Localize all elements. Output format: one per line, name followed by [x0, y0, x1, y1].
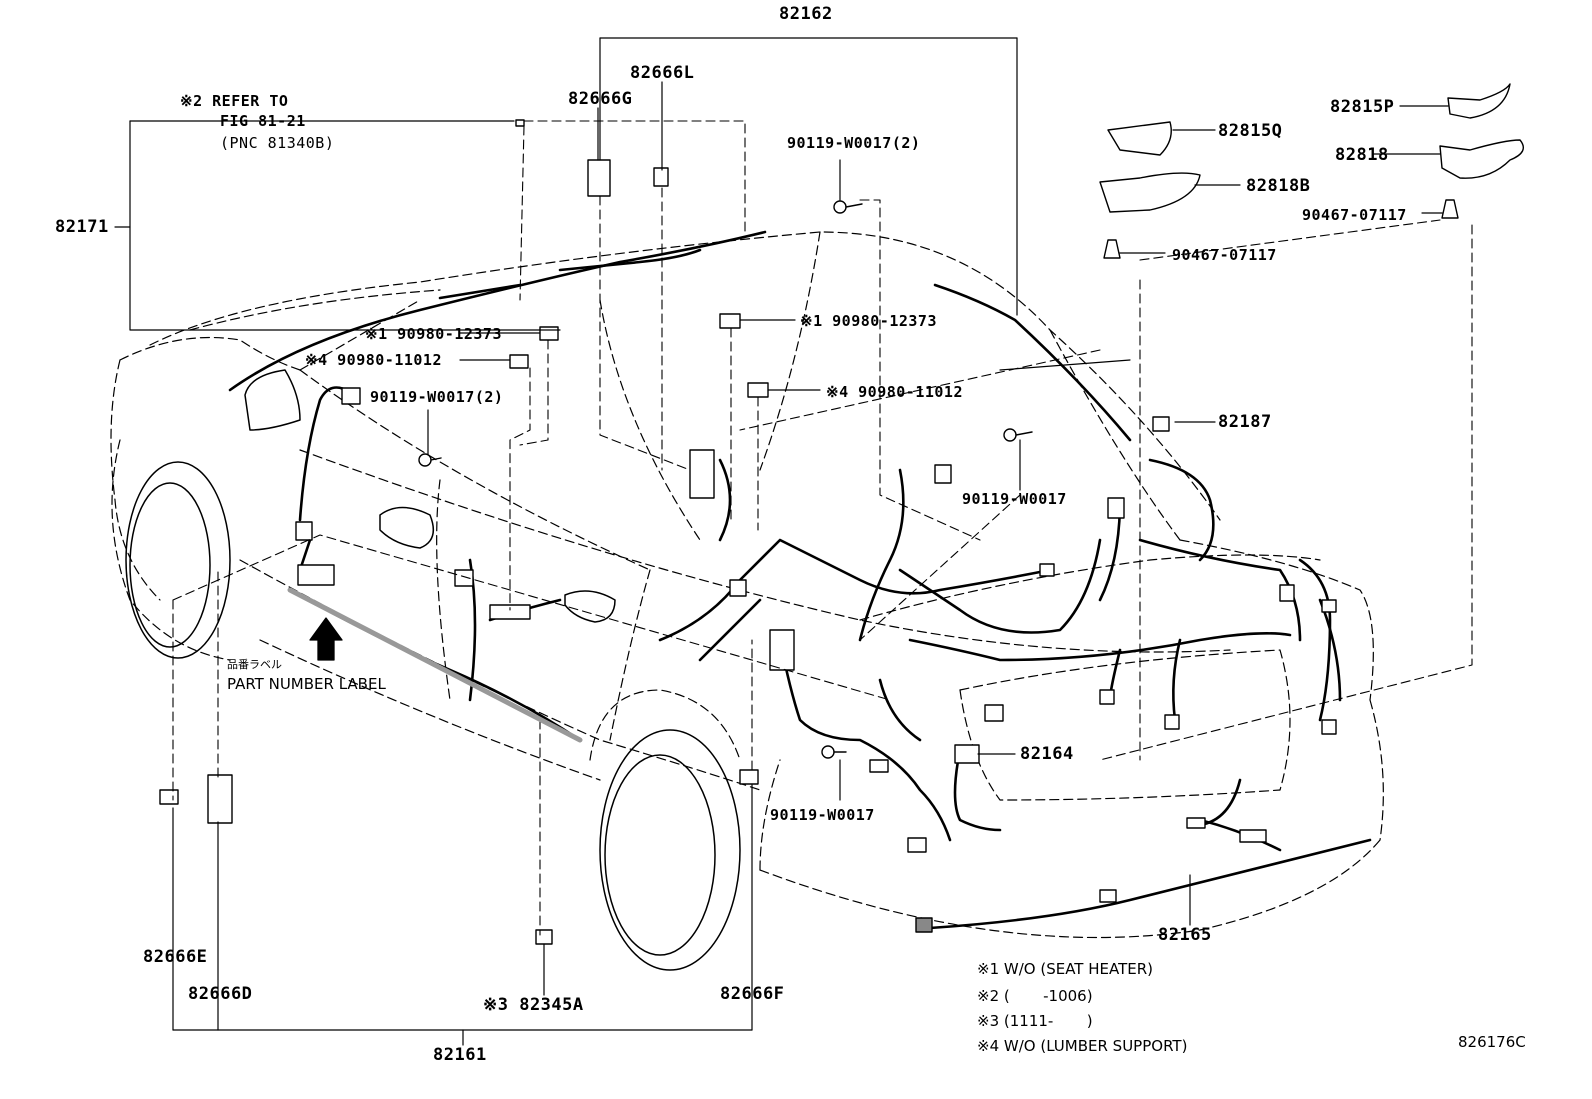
label-82161: 82161	[433, 1045, 487, 1065]
label-90119-top: 90119-W0017(2)	[787, 134, 921, 152]
refer-line-2: FIG 81-21	[220, 112, 306, 130]
refer-line-3: (PNC 81340B)	[220, 134, 335, 152]
label-82165: 82165	[1158, 925, 1212, 945]
label-90980-11012-center: ※4 90980-11012	[305, 351, 442, 369]
label-90980-12373-right: ※1 90980-12373	[800, 312, 937, 330]
label-90119-mid: 90119-W0017	[962, 490, 1067, 508]
rear-wheel	[599, 729, 741, 971]
label-90980-11012-right: ※4 90980-11012	[826, 383, 963, 401]
label-82666e: 82666E	[143, 947, 208, 967]
label-90467-left: 90467-07117	[1172, 246, 1277, 264]
part-number-label-jp: 品番ラベル	[227, 658, 282, 671]
part-number-label-strip	[287, 587, 583, 743]
label-90980-12373-center: ※1 90980-12373	[365, 325, 502, 343]
wire-harnesses	[228, 230, 1372, 930]
leader-lines	[114, 37, 1449, 1046]
front-wheel	[125, 461, 231, 659]
bolts	[418, 199, 1459, 759]
label-82666d: 82666D	[188, 984, 253, 1004]
note-2: ※2 ( -1006)	[977, 987, 1093, 1005]
note-1: ※1 W/O (SEAT HEATER)	[977, 960, 1153, 978]
label-82818b: 82818B	[1246, 176, 1311, 196]
label-90119-low: 90119-W0017	[770, 806, 875, 824]
label-82815p: 82815P	[1330, 97, 1395, 117]
figure-code: 826176C	[1458, 1033, 1526, 1051]
side-mirror	[244, 369, 301, 431]
label-82164: 82164	[1020, 744, 1074, 764]
part-number-arrow	[309, 617, 343, 661]
connectors	[159, 119, 1337, 945]
label-82818: 82818	[1335, 145, 1389, 165]
note-4: ※4 W/O (LUMBER SUPPORT)	[977, 1037, 1188, 1055]
brackets	[1099, 83, 1524, 213]
part-number-label-en: PART NUMBER LABEL	[227, 675, 386, 693]
label-90467-right: 90467-07117	[1302, 206, 1407, 224]
front-door-handle	[379, 506, 435, 549]
label-82815q: 82815Q	[1218, 121, 1283, 141]
label-90119-left: 90119-W0017(2)	[370, 388, 504, 406]
label-82666l: 82666L	[630, 63, 695, 83]
label-82171: 82171	[55, 217, 109, 237]
note-3: ※3 (1111- )	[977, 1012, 1093, 1030]
rear-door-handle	[564, 590, 616, 623]
label-82162: 82162	[779, 4, 833, 24]
label-82666f: 82666F	[720, 984, 785, 1004]
label-82666g: 82666G	[568, 89, 633, 109]
dashed-leader-lines	[172, 120, 1473, 936]
label-82187: 82187	[1218, 412, 1272, 432]
refer-line-1: ※2 REFER TO	[180, 92, 289, 110]
label-82345a: ※3 82345A	[483, 995, 584, 1015]
